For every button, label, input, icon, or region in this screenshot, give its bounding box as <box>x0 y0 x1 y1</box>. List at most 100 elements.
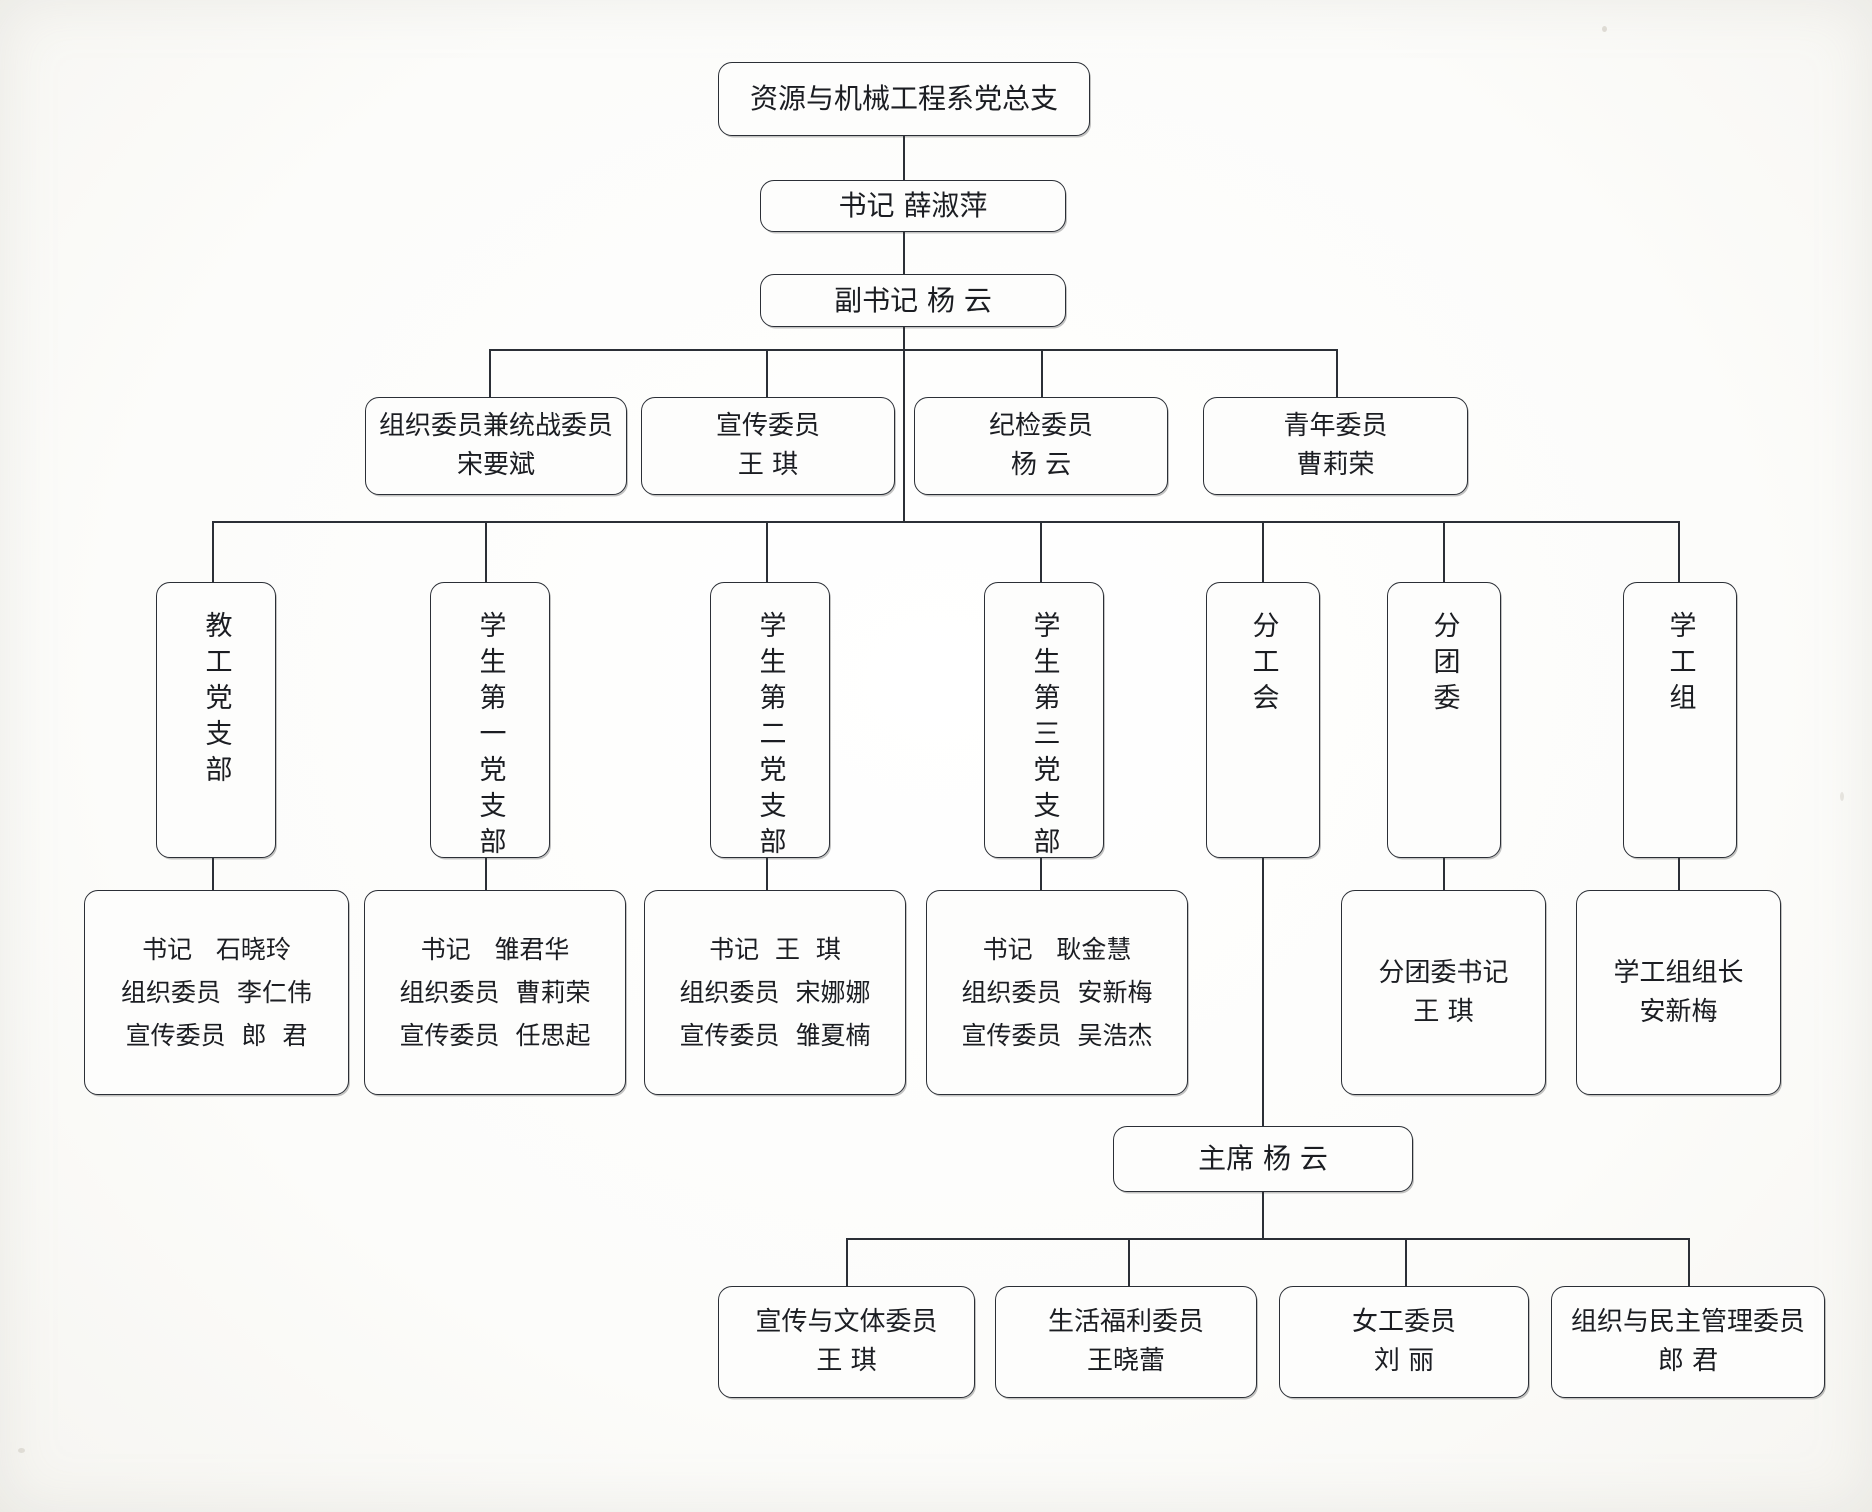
committee-title: 青年委员 <box>1283 411 1388 441</box>
youth-league-title: 分团委书记 <box>1378 957 1509 988</box>
connector-branch2-to-members <box>485 858 487 890</box>
member-line: 宣传委员 郎 君 <box>125 1021 308 1050</box>
connector-branch-7 <box>1678 521 1680 582</box>
node-branch-student-work[interactable]: 学工组 <box>1623 582 1737 858</box>
node-student-work-leader[interactable]: 学工组组长 安新梅 <box>1576 890 1781 1095</box>
union-committee-name: 王 琪 <box>816 1346 877 1376</box>
connector-committee-4 <box>1336 349 1338 397</box>
union-committee-name: 王晓蕾 <box>1086 1346 1165 1376</box>
node-branch-members-student-3[interactable]: 书记 耿金慧 组织委员 安新梅 宣传委员 吴浩杰 <box>926 890 1188 1095</box>
member-line: 宣传委员 吴浩杰 <box>961 1021 1153 1050</box>
node-branch-student-1[interactable]: 学生第一党支部 <box>430 582 550 863</box>
union-committee-title: 宣传与文体委员 <box>755 1307 938 1337</box>
scan-speck <box>1602 26 1607 32</box>
node-committee-propaganda[interactable]: 宣传委员 王 琪 <box>641 397 895 495</box>
node-union-propaganda[interactable]: 宣传与文体委员 王 琪 <box>718 1286 975 1398</box>
node-committee-organization[interactable]: 组织委员兼统战委员 宋要斌 <box>365 397 627 495</box>
connector-committee-2 <box>766 349 768 397</box>
connector-secretary-to-deputy <box>903 232 905 274</box>
node-branch-members-student-1[interactable]: 书记 雏君华 组织委员 曹莉荣 宣传委员 任思起 <box>364 890 626 1095</box>
connector-committee-1 <box>489 349 491 397</box>
union-committee-title: 生活福利委员 <box>1047 1307 1204 1337</box>
node-branch-members-faculty[interactable]: 书记 石晓玲 组织委员 李仁伟 宣传委员 郎 君 <box>84 890 349 1095</box>
connector-union-1 <box>846 1238 848 1286</box>
node-deputy-secretary[interactable]: 副书记 杨 云 <box>760 274 1066 327</box>
node-deputy-secretary-label: 副书记 杨 云 <box>834 283 992 317</box>
connector-union-2 <box>1128 1238 1130 1286</box>
connector-branch1-to-members <box>212 858 214 890</box>
connector-union-4 <box>1688 1238 1690 1286</box>
branch-label: 学生第三党支部 <box>1028 611 1060 863</box>
union-committee-name: 郎 君 <box>1657 1346 1719 1376</box>
connector-spine-to-branch-bus <box>903 349 905 522</box>
node-branch-members-student-2[interactable]: 书记 王 琪 组织委员 宋娜娜 宣传委员 雏夏楠 <box>644 890 906 1095</box>
connector-branch7-to-members <box>1678 858 1680 890</box>
node-branch-student-3[interactable]: 学生第三党支部 <box>984 582 1104 863</box>
member-line: 组织委员 宋娜娜 <box>679 978 871 1007</box>
node-youth-league-secretary[interactable]: 分团委书记 王 琪 <box>1341 890 1546 1095</box>
connector-branch3-to-members <box>766 858 768 890</box>
committee-title: 纪检委员 <box>988 411 1093 441</box>
node-union-chair[interactable]: 主席 杨 云 <box>1113 1126 1413 1192</box>
connector-branch4-to-members <box>1040 858 1042 890</box>
member-line: 书记 石晓玲 <box>142 935 291 964</box>
branch-bus <box>212 521 1678 523</box>
union-committee-title: 女工委员 <box>1351 1307 1456 1337</box>
union-committee-title: 组织与民主管理委员 <box>1570 1307 1805 1337</box>
member-line: 宣传委员 雏夏楠 <box>679 1021 871 1050</box>
member-line: 书记 王 琪 <box>709 935 841 964</box>
connector-branch-1 <box>212 521 214 582</box>
connector-union-to-chair <box>1262 858 1264 1126</box>
node-branch-union[interactable]: 分工会 <box>1206 582 1320 858</box>
connector-deputy-down <box>903 327 905 350</box>
member-line: 书记 耿金慧 <box>982 935 1132 964</box>
union-bus <box>846 1238 1688 1240</box>
branch-label: 学生第二党支部 <box>754 611 786 863</box>
scan-speck <box>1840 792 1844 801</box>
node-union-women[interactable]: 女工委员 刘 丽 <box>1279 1286 1529 1398</box>
committee-name: 曹莉荣 <box>1296 450 1375 480</box>
member-line: 宣传委员 任思起 <box>399 1021 591 1050</box>
scan-speck <box>18 1448 25 1453</box>
branch-label: 学工组 <box>1664 611 1696 719</box>
student-work-title: 学工组组长 <box>1613 957 1744 988</box>
member-line: 书记 雏君华 <box>420 935 570 964</box>
committee-bus <box>489 349 1337 351</box>
connector-branch-4 <box>1040 521 1042 582</box>
node-secretary[interactable]: 书记 薛淑萍 <box>760 180 1066 232</box>
connector-branch6-to-members <box>1443 858 1445 890</box>
node-union-welfare[interactable]: 生活福利委员 王晓蕾 <box>995 1286 1257 1398</box>
committee-name: 杨 云 <box>1010 450 1072 480</box>
branch-label: 学生第一党支部 <box>474 611 506 863</box>
connector-committee-3 <box>1041 349 1043 397</box>
member-line: 组织委员 曹莉荣 <box>399 978 591 1007</box>
student-work-name: 安新梅 <box>1639 996 1718 1027</box>
member-line: 组织委员 李仁伟 <box>121 978 312 1007</box>
union-committee-name: 刘 丽 <box>1373 1346 1435 1376</box>
connector-chair-down <box>1262 1192 1264 1239</box>
committee-name: 宋要斌 <box>456 450 535 480</box>
node-root[interactable]: 资源与机械工程系党总支 <box>718 62 1090 136</box>
node-union-organization[interactable]: 组织与民主管理委员 郎 君 <box>1551 1286 1825 1398</box>
connector-branch-3 <box>766 521 768 582</box>
branch-label: 教工党支部 <box>200 611 232 791</box>
union-chair-label: 主席 杨 云 <box>1198 1142 1328 1175</box>
connector-branch-2 <box>485 521 487 582</box>
committee-title: 组织委员兼统战委员 <box>378 411 613 441</box>
connector-branch-6 <box>1443 521 1445 582</box>
node-branch-faculty[interactable]: 教工党支部 <box>156 582 276 858</box>
node-branch-youth-league[interactable]: 分团委 <box>1387 582 1501 858</box>
node-root-label: 资源与机械工程系党总支 <box>749 82 1058 115</box>
node-secretary-label: 书记 薛淑萍 <box>838 189 988 222</box>
youth-league-name: 王 琪 <box>1413 996 1474 1027</box>
connector-branch-5 <box>1262 521 1264 582</box>
committee-name: 王 琪 <box>737 450 799 480</box>
node-committee-discipline[interactable]: 纪检委员 杨 云 <box>914 397 1168 495</box>
member-line: 组织委员 安新梅 <box>961 978 1153 1007</box>
node-branch-student-2[interactable]: 学生第二党支部 <box>710 582 830 863</box>
branch-label: 分工会 <box>1247 611 1279 719</box>
branch-label: 分团委 <box>1428 611 1460 719</box>
node-committee-youth[interactable]: 青年委员 曹莉荣 <box>1203 397 1468 495</box>
